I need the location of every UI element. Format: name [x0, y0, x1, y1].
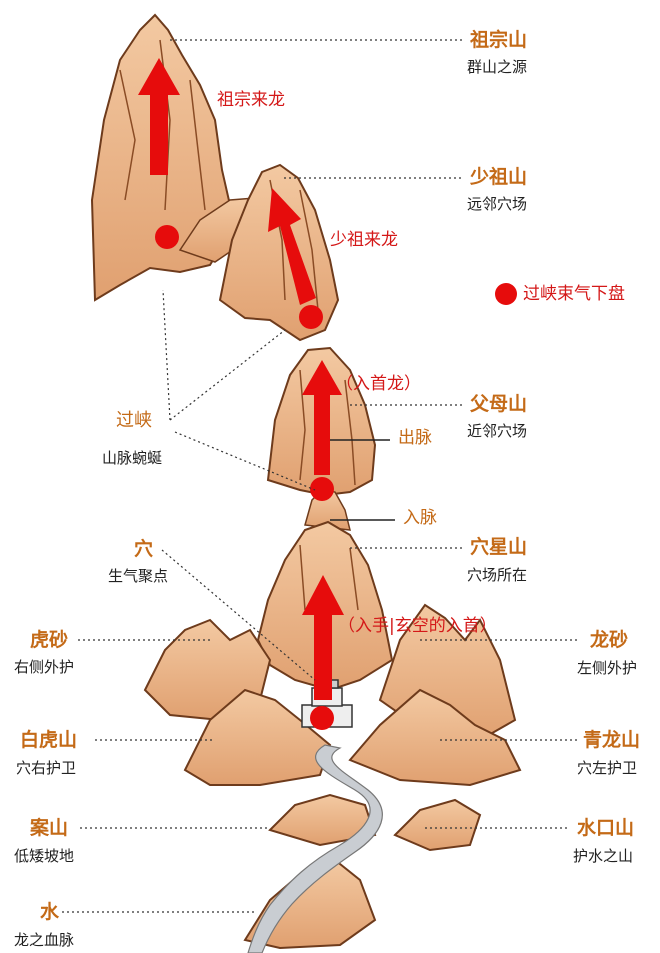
- xuexing-arrow: [302, 575, 344, 700]
- label-fumushan: 父母山: [470, 393, 528, 415]
- annot-rushoulong: （入首龙）: [336, 374, 421, 394]
- leader-guoxia-2: [169, 329, 286, 421]
- water-stream: [247, 744, 383, 953]
- leader-guoxia-3: [174, 431, 316, 491]
- annot-chumai: 出脉: [398, 428, 432, 448]
- zuzong-arrow: [138, 58, 180, 175]
- sub-husha: 右侧外护: [14, 658, 75, 676]
- sub-longsha: 左侧外护: [577, 659, 638, 677]
- rushoulong-arrow: [302, 360, 342, 475]
- label-zuzongshan: 祖宗山: [470, 29, 528, 51]
- legend-text: 过峡束气下盘: [523, 284, 625, 304]
- annot-shaozu-lailong: 少祖来龙: [330, 230, 398, 250]
- shuqi-dot-1: [155, 225, 179, 249]
- label-husha: 虎砂: [30, 629, 69, 651]
- leader-lines: [62, 39, 578, 913]
- leader-xue: [161, 549, 316, 681]
- sub-guoxia: 山脉蜿蜒: [102, 449, 163, 467]
- shuqi-dot-3: [310, 477, 334, 501]
- sub-xue: 生气聚点: [108, 567, 169, 585]
- right-hills: [348, 603, 522, 852]
- sub-fumushan: 近邻穴场: [467, 422, 528, 440]
- sub-xuexingshan: 穴场所在: [467, 566, 528, 584]
- solid-leaders: [330, 439, 395, 521]
- shuqi-dots: [155, 225, 334, 730]
- left-hills: [143, 618, 377, 950]
- label-xue: 穴: [134, 538, 154, 560]
- sub-shuikoushan: 护水之山: [573, 847, 634, 865]
- shuqi-dot-4: [310, 706, 334, 730]
- sub-qinglongshan: 穴左护卫: [577, 759, 638, 777]
- label-baihushan: 白虎山: [20, 729, 78, 751]
- annot-rumai: 入脉: [403, 508, 437, 528]
- sub-anshan: 低矮坡地: [14, 847, 75, 865]
- sub-zuzongshan: 群山之源: [467, 58, 528, 76]
- annot-rushou-xuankong: （入手|玄空的入首）: [338, 616, 497, 636]
- label-anshan: 案山: [30, 817, 69, 839]
- label-shuikoushan: 水口山: [577, 817, 635, 839]
- shuqi-dot-2: [299, 305, 323, 329]
- sub-baihushan: 穴右护卫: [16, 759, 77, 777]
- legend-dot-icon: [495, 283, 517, 305]
- legend-shuqi: 过峡束气下盘: [495, 283, 625, 305]
- annot-zuzong-lailong: 祖宗来龙: [217, 90, 285, 110]
- sub-shaozushan: 远邻穴场: [467, 195, 528, 213]
- label-xuexingshan: 穴星山: [470, 536, 528, 558]
- label-shaozushan: 少祖山: [470, 166, 528, 188]
- label-shui: 水: [40, 901, 60, 923]
- label-guoxia: 过峡: [116, 410, 152, 431]
- sub-shui: 龙之血脉: [14, 931, 75, 949]
- leader-guoxia-1: [162, 289, 171, 421]
- label-longsha: 龙砂: [590, 629, 629, 651]
- dragon-arrows: [138, 58, 344, 700]
- shaozu-arrow: [268, 188, 316, 305]
- label-qinglongshan: 青龙山: [583, 729, 641, 751]
